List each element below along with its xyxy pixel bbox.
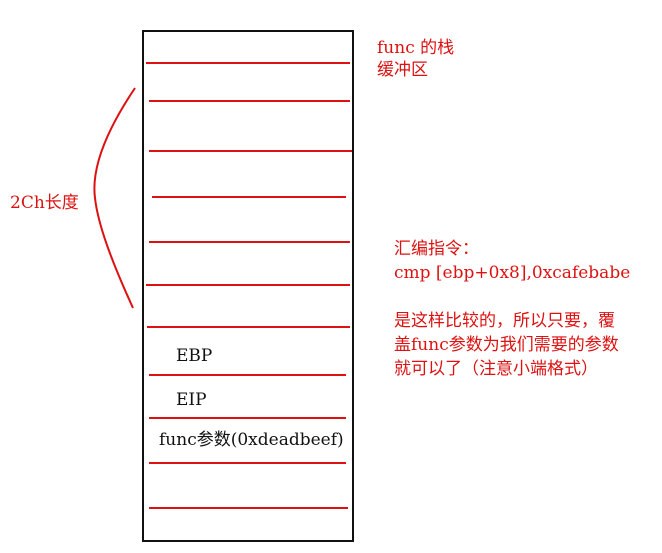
asm-note-line: 就可以了（注意小端格式） [394,359,598,379]
slot-label-eip: EIP [176,390,207,410]
slot-label-func-arg: func参数(0xdeadbeef) [159,430,344,450]
buffer-label-line: 缓冲区 [377,60,428,80]
stack-slot-lines [146,62,352,509]
asm-note-line: 盖func参数为我们需要的参数 [394,335,619,355]
slot-label-ebp: EBP [176,346,213,366]
asm-note-line [394,285,630,309]
asm-note-line: 汇编指令： [394,239,479,259]
asm-note-line: cmp [ebp+0x8],0xcafebabe [394,263,631,283]
asm-note: 汇编指令： cmp [ebp+0x8],0xcafebabe 是这样比较的，所以… [394,237,630,381]
buffer-label: func 的栈 缓冲区 [377,37,454,81]
stack-frame-box [142,30,354,542]
size-label: 2Ch长度 [10,193,79,213]
asm-note-line: 是这样比较的，所以只要，覆 [394,311,615,331]
buffer-label-line: func 的栈 [377,38,455,58]
buffer-brace [93,87,136,309]
